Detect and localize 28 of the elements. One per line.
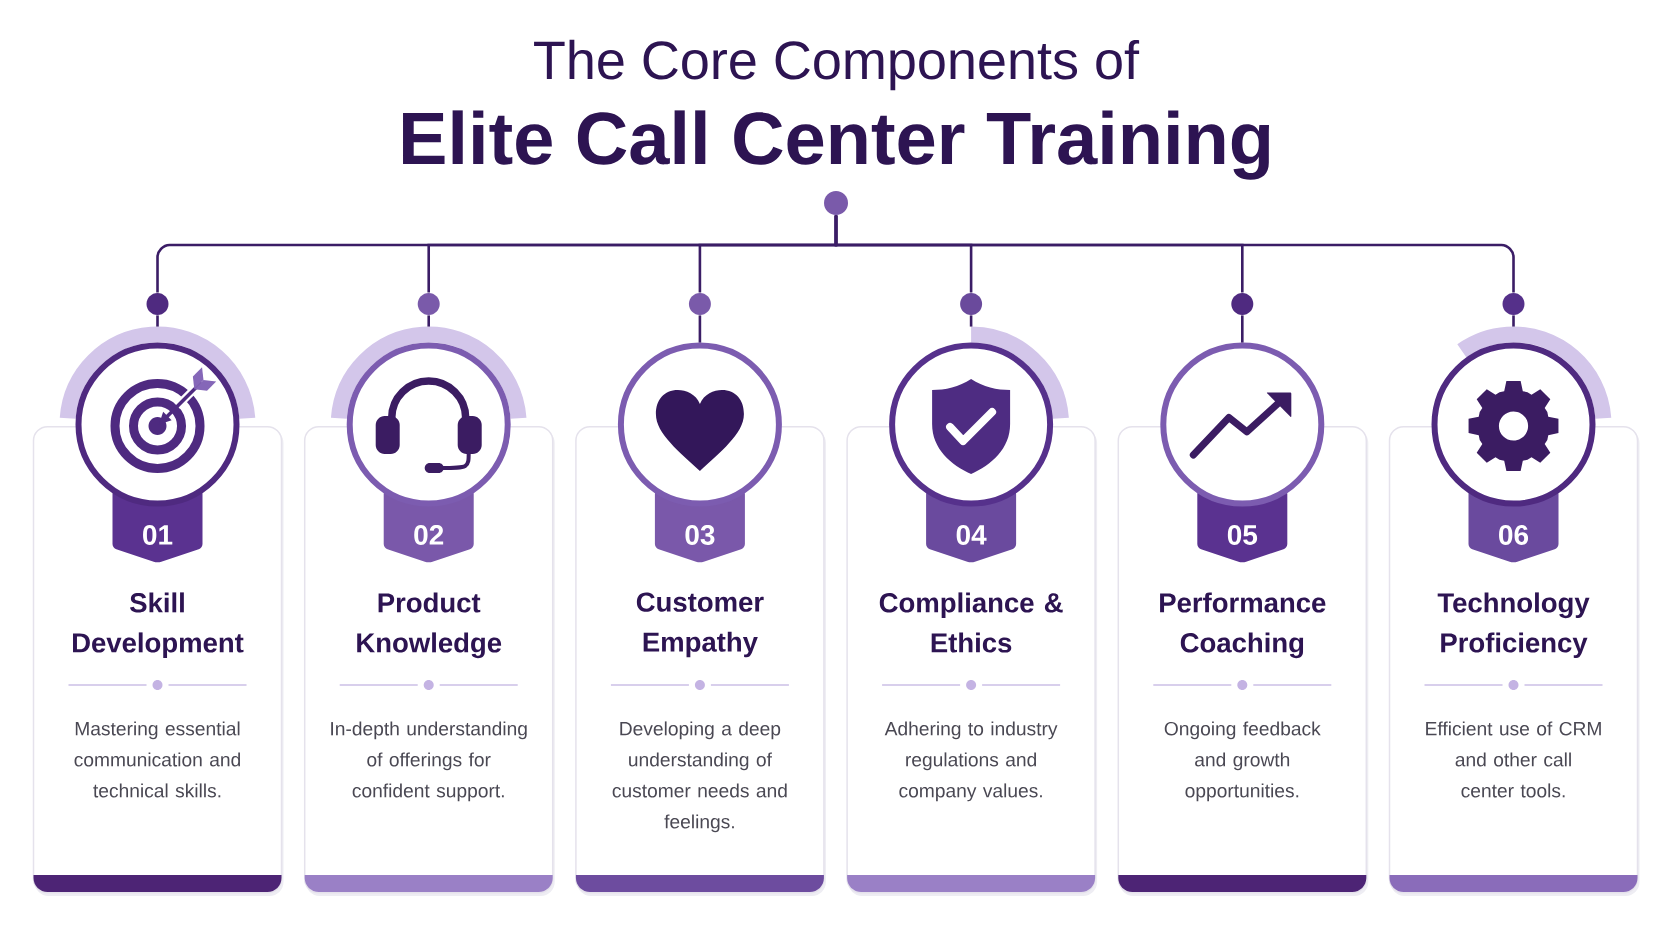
title: Elite Call Center Training: [403, 110, 1270, 180]
connector-dot: [417, 293, 440, 315]
card-description: Mastering essential communication and technical skills.: [74, 721, 240, 798]
connector-line: [834, 215, 1515, 293]
card-heading: Skill Development: [73, 592, 244, 658]
connector-dot: [688, 293, 711, 315]
connector-line: [969, 315, 973, 327]
connector-dot: [960, 293, 983, 315]
card-description: Ongoing feedback and growth opportunities.: [1164, 721, 1321, 802]
connector-dot: [1502, 293, 1525, 315]
connector-line: [1512, 315, 1515, 327]
card-heading: Customer Empathy: [636, 592, 764, 658]
card-description: Adhering to industry regulations and company values.: [884, 721, 1058, 802]
card-heading: Compliance & Ethics: [879, 592, 1063, 653]
connector-line: [1241, 315, 1244, 343]
connector-line: [156, 315, 159, 327]
connector-dot: [1231, 293, 1254, 315]
card-description: Developing a deep understanding of customer needs and feelings.: [612, 721, 787, 833]
card-heading: Technology Proficiency: [1437, 592, 1590, 658]
connector-line: [698, 315, 702, 343]
hub-dot: [824, 191, 848, 215]
subtitle: The Core Components of: [534, 39, 1140, 91]
card-description: In-depth understanding of offerings for confident support.: [331, 721, 527, 802]
connector-line: [427, 315, 430, 327]
connector-dot: [146, 293, 169, 315]
card-heading: Product Knowledge: [357, 592, 502, 659]
card-description: Efficient use of CRM and other call center tools.: [1426, 721, 1601, 798]
card-heading: Performance Coaching: [1160, 592, 1326, 659]
